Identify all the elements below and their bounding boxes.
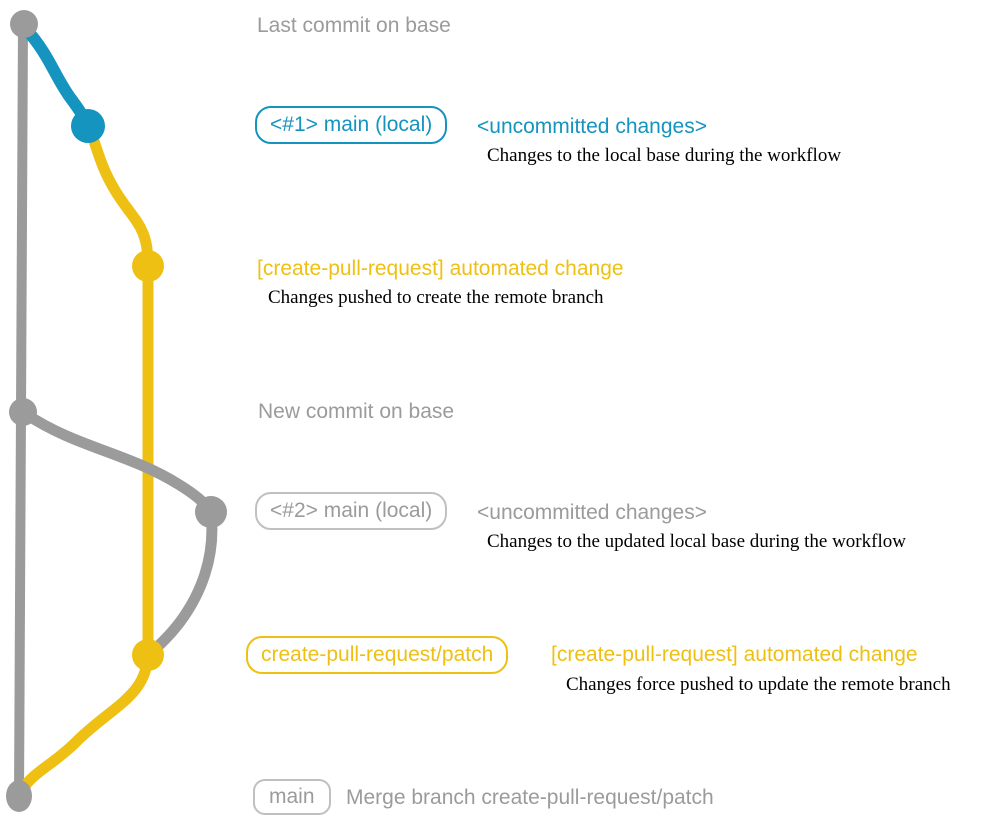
branch-badge-create-pull-request-patch-text: create-pull-request/patch	[261, 643, 494, 666]
commit-dot-last-base	[10, 10, 38, 38]
local-changes-branch-blue	[19, 22, 94, 132]
branch-badge-main-local-2: <#2> main (local)	[255, 492, 448, 530]
updated-base-curve-upper	[20, 408, 217, 518]
automated-change-label-2: [create-pull-request] automated change	[551, 643, 918, 666]
uncommitted-changes-description-1: Changes to the local base during the wor…	[487, 145, 842, 166]
commit-dot-automated-1	[132, 250, 164, 282]
automated-change-description-2: Changes force pushed to update the remot…	[566, 674, 951, 695]
branch-badge-main-local-1-text: <#1> main (local)	[270, 113, 433, 136]
uncommitted-changes-label-2: <uncommitted changes>	[477, 501, 707, 524]
last-commit-label: Last commit on base	[257, 14, 451, 37]
branch-badge-main-local-2-text: <#2> main (local)	[270, 499, 433, 522]
branch-badge-main-local-1: <#1> main (local)	[255, 106, 448, 144]
updated-base-curve-lower	[145, 507, 218, 659]
uncommitted-changes-label-1: <uncommitted changes>	[477, 115, 707, 138]
branch-badge-main: main	[253, 779, 331, 815]
uncommitted-changes-description-2: Changes to the updated local base during…	[487, 531, 906, 552]
commit-dot-new-base	[9, 398, 37, 426]
commit-dot-uncommitted-2	[195, 496, 227, 528]
new-commit-label: New commit on base	[258, 400, 455, 423]
merge-commit-label: Merge branch create-pull-request/patch	[346, 786, 714, 809]
automated-change-label-1: [create-pull-request] automated change	[257, 257, 624, 280]
commit-graph	[6, 10, 227, 812]
commit-dot-automated-2	[132, 639, 164, 671]
automated-change-description-1: Changes pushed to create the remote bran…	[268, 287, 604, 308]
commit-dot-uncommitted-1	[71, 109, 105, 143]
branch-badge-create-pull-request-patch: create-pull-request/patch	[246, 636, 509, 674]
commit-dot-merge	[6, 780, 32, 812]
branch-badge-main-text: main	[269, 785, 315, 808]
